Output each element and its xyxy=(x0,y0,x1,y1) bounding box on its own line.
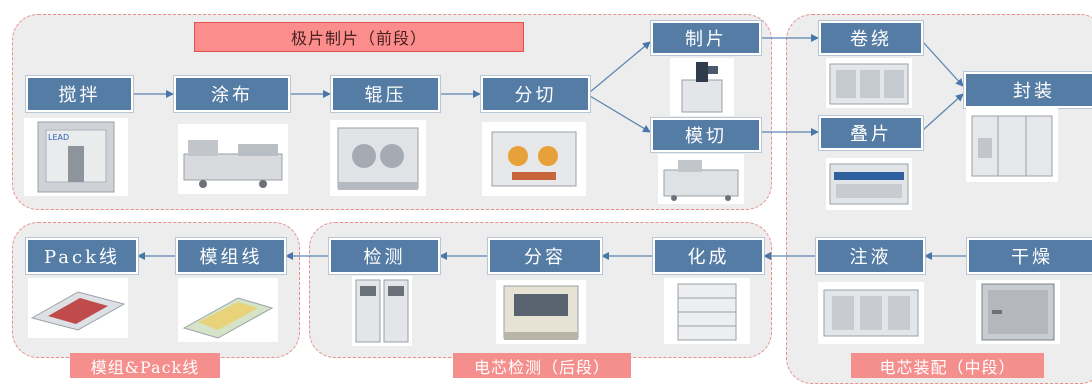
step-die-cutting: 模切 xyxy=(651,118,761,152)
packaging-machine-image xyxy=(966,108,1058,182)
step-module-line: 模组线 xyxy=(176,238,286,274)
step-mixing: 搅拌 xyxy=(26,76,133,112)
step-making: 制片 xyxy=(651,21,761,55)
winding-machine-image xyxy=(826,58,912,108)
group-label-electrode: 极片制片（前段） xyxy=(194,22,524,52)
step-formation: 化成 xyxy=(653,238,764,274)
group-label-testing: 电芯检测（后段） xyxy=(453,353,631,378)
lead-logo: LEAD xyxy=(48,133,69,142)
step-grading: 分容 xyxy=(488,238,602,274)
mixer-machine-image: LEAD xyxy=(24,118,128,196)
step-drying: 干燥 xyxy=(967,238,1092,274)
group-label-module: 模组&Pack线 xyxy=(70,353,220,378)
module-line-image xyxy=(178,278,278,342)
injection-machine-image xyxy=(818,282,924,344)
roller-press-machine-image xyxy=(330,120,426,196)
step-coating: 涂布 xyxy=(174,76,290,112)
step-stacking: 叠片 xyxy=(819,116,923,150)
inspection-machine-image xyxy=(352,276,412,346)
pack-line-image xyxy=(28,278,128,338)
formation-machine-image xyxy=(664,278,750,344)
step-inspection: 检测 xyxy=(329,238,440,274)
step-winding: 卷绕 xyxy=(819,21,923,55)
step-pack-line: Pack线 xyxy=(26,238,138,274)
group-label-assembly: 电芯装配（中段） xyxy=(851,353,1044,378)
die-cutting-machine-image xyxy=(658,154,744,204)
slitter-machine-image xyxy=(482,122,586,196)
step-slitting: 分切 xyxy=(481,76,590,112)
step-injection: 注液 xyxy=(816,238,925,274)
drying-oven-image xyxy=(976,280,1060,344)
step-rolling: 辊压 xyxy=(331,76,440,112)
making-machine-image xyxy=(670,58,734,116)
step-packaging: 封装 xyxy=(964,72,1092,108)
stacking-machine-image xyxy=(826,158,912,210)
coater-machine-image xyxy=(178,124,288,194)
grading-machine-image xyxy=(496,280,586,344)
